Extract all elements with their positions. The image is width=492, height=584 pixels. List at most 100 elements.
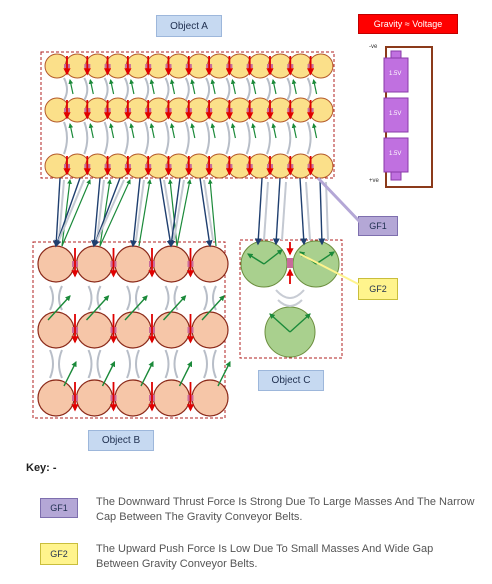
up-arrow [149, 123, 155, 139]
belt-a [205, 77, 211, 155]
belt-link [135, 179, 145, 241]
object-a-masses [44, 53, 334, 179]
up-arrow [271, 79, 277, 95]
belt-link [138, 179, 152, 247]
belt-a [225, 77, 231, 155]
up-arrow [63, 360, 77, 387]
object-c-masses [240, 240, 340, 358]
up-arrow [178, 360, 193, 387]
up-arrow [230, 79, 236, 95]
object-b-masses [37, 245, 231, 417]
up-arrow [263, 249, 283, 265]
up-arrow [88, 79, 94, 95]
mass-b [114, 311, 152, 349]
belt-link [130, 177, 141, 248]
belt-link [96, 179, 105, 241]
battery [383, 46, 433, 188]
up-arrow [101, 360, 116, 387]
belt-a [63, 77, 68, 155]
battery-cell-3: 1.5V [389, 151, 402, 157]
belt-link [305, 181, 311, 241]
up-arrow [312, 123, 318, 139]
up-arrow [230, 123, 236, 139]
belt-link [52, 177, 61, 248]
belt-b [203, 285, 217, 379]
belt-link [281, 181, 287, 241]
belt-c [275, 289, 305, 307]
belt-a [164, 77, 170, 155]
belt-a [123, 77, 129, 155]
up-arrow [162, 295, 187, 321]
belt-link [199, 177, 213, 248]
key-gf2-badge: GF2 [40, 543, 78, 565]
mass-b [114, 379, 152, 417]
gf1-callout: GF1 [358, 216, 398, 236]
key-title: Key: - [26, 462, 57, 474]
up-arrow [289, 313, 311, 333]
up-arrow [291, 79, 297, 95]
mass-b [75, 311, 114, 349]
belt-link [54, 177, 81, 248]
belt-a [306, 77, 312, 155]
up-arrow [68, 123, 74, 139]
mass-b [191, 311, 229, 349]
belt-link [203, 179, 214, 241]
belt-link [58, 179, 85, 241]
mass-b [114, 245, 152, 283]
key-gf1-badge: GF1 [40, 498, 78, 518]
gravity-belts [52, 177, 329, 248]
belt-b [164, 285, 179, 379]
up-arrow [251, 123, 257, 139]
belt-a [103, 77, 109, 155]
gf2-leader [299, 253, 363, 287]
mass-b [152, 379, 191, 417]
belt-b [49, 285, 63, 379]
key-gf1-description: The Downward Thrust Force Is Strong Due … [96, 496, 475, 523]
object-a-label: Object A [156, 15, 222, 37]
up-arrow [210, 123, 216, 139]
belt-link [176, 179, 192, 247]
belt-b [87, 285, 102, 379]
object-c-frame [239, 239, 343, 359]
belt-link [272, 177, 281, 246]
gf1-leader [316, 176, 362, 224]
mass-b [75, 379, 114, 417]
up-arrow [190, 123, 196, 139]
up-arrow [47, 295, 71, 321]
belt-link [96, 179, 125, 241]
mass-b [152, 311, 191, 349]
belt-link [173, 179, 185, 241]
belt-link [163, 179, 175, 241]
up-arrow [85, 295, 110, 321]
object-c-label: Object C [258, 370, 324, 391]
belt-link [207, 179, 217, 247]
gf2-callout: GF2 [358, 278, 398, 300]
belt-a [184, 77, 190, 155]
mass-b [191, 379, 229, 417]
up-arrow [315, 251, 335, 265]
gravity-voltage-label: Gravity ≈ Voltage [358, 14, 458, 34]
belt-b [126, 285, 140, 379]
up-arrow [109, 79, 115, 95]
up-arrow [169, 79, 176, 95]
belt-link [159, 177, 174, 248]
belt-link [99, 179, 112, 247]
up-arrow [312, 79, 318, 95]
up-arrow [129, 79, 135, 95]
mass-b [37, 311, 75, 349]
negative-terminal-label: -ve [369, 44, 378, 50]
positive-terminal-label: +ve [369, 178, 379, 184]
belt-a [144, 77, 150, 155]
up-arrow [109, 123, 115, 139]
up-arrow [68, 79, 74, 95]
belt-a [245, 77, 251, 155]
up-arrow [149, 79, 155, 95]
belt-link [299, 177, 308, 246]
mass-b [152, 245, 191, 283]
belt-a [266, 77, 271, 155]
belt-link [58, 179, 65, 241]
mass-b [37, 245, 75, 283]
belt-a [83, 77, 89, 155]
up-arrow [190, 79, 196, 95]
